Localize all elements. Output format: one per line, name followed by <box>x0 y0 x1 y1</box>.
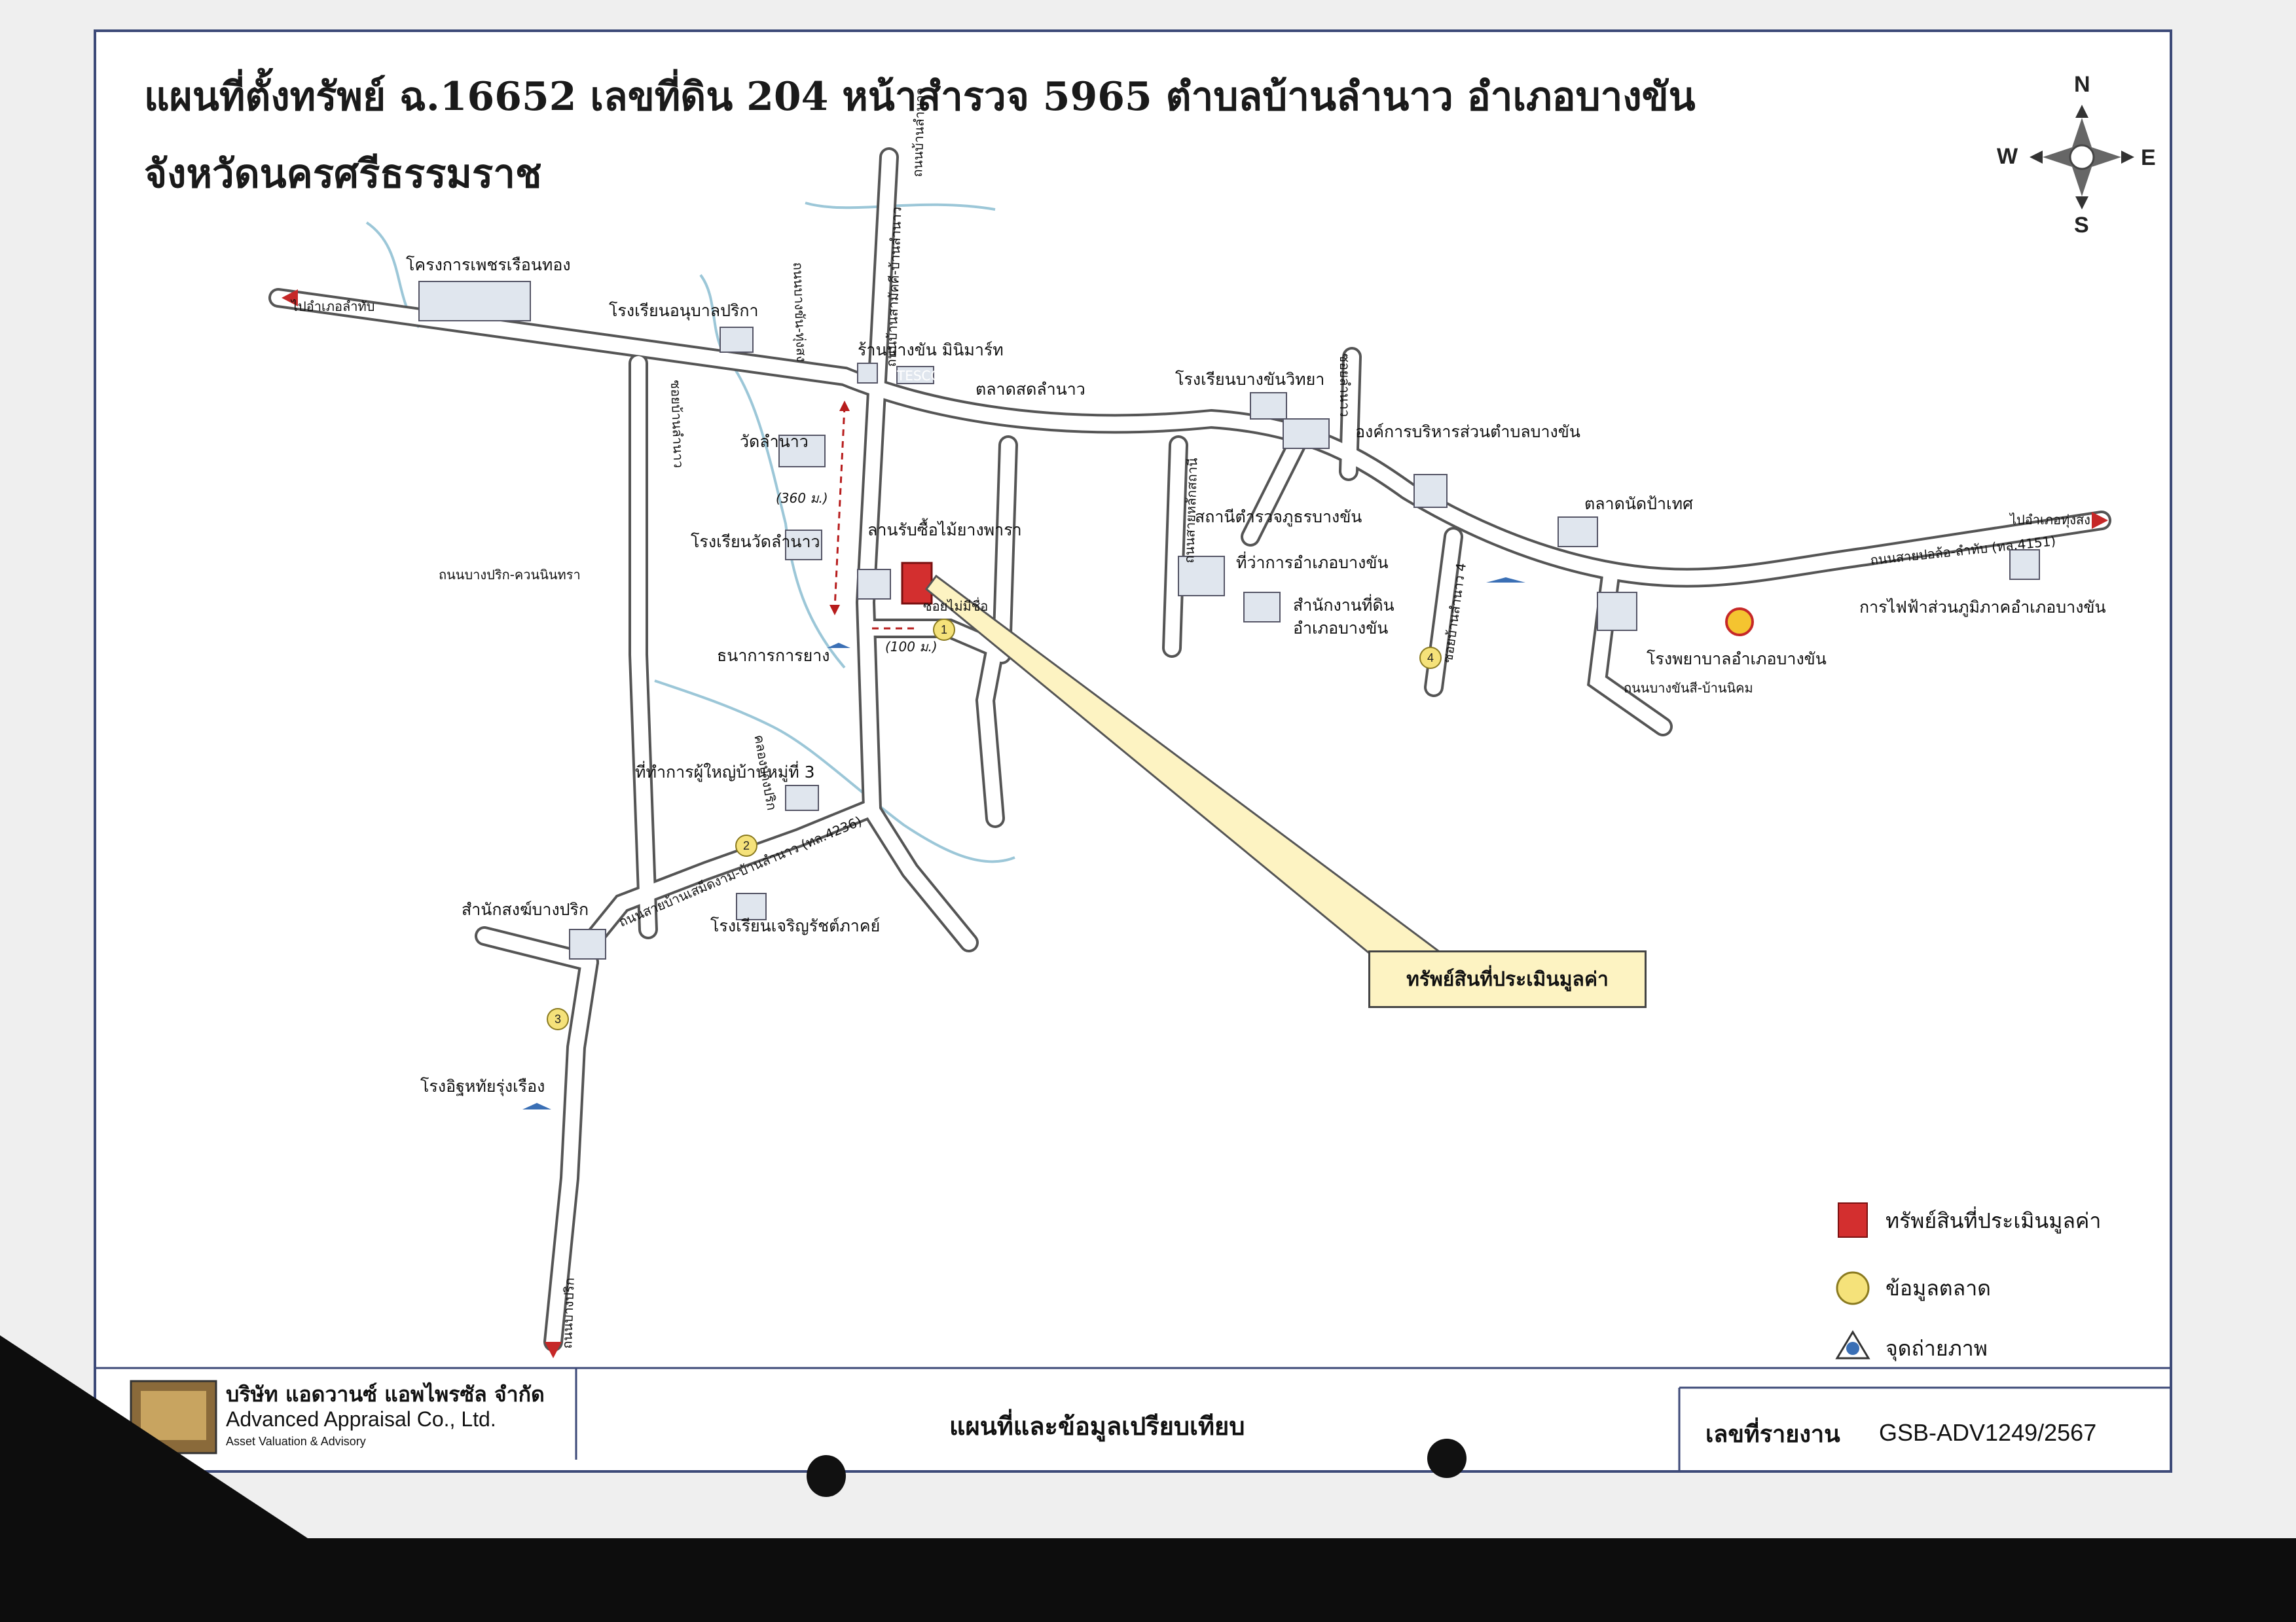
hospital-icon <box>1597 592 1637 631</box>
legend-photo: จุดถ่ายภาพ <box>1833 1329 1988 1368</box>
label-district-office: ที่ว่าการอำเภอบางขัน <box>1236 553 1389 572</box>
lumber-yard-icon <box>857 569 891 600</box>
label-hospital: โรงพยาบาลอำเภอบางขัน <box>1647 649 1827 668</box>
shell-logo-icon <box>1725 607 1754 636</box>
monk-shrine-icon <box>569 929 606 960</box>
legend-market: ข้อมูลตลาด <box>1833 1269 1991 1308</box>
legend-subject: ทรัพย์สินที่ประเมินมูลค่า <box>1833 1201 2101 1240</box>
distance-markers <box>833 405 917 630</box>
sao-building-icon <box>1283 418 1330 449</box>
market-point-2: 2 <box>735 835 757 857</box>
report-number: GSB-ADV1249/2567 <box>1879 1419 2097 1446</box>
district-office-icon <box>1178 556 1225 596</box>
temple-icon <box>778 435 826 467</box>
label-charoen-school: โรงเรียนเจริญรัชต์ภาคย์ <box>710 916 881 935</box>
label-dist-100: (100 ม.) <box>885 639 938 655</box>
landmark-icons <box>418 281 2040 960</box>
label-baac: ธนาการการยาง <box>717 646 830 665</box>
label-phet-ruean-thong: โครงการเพชรเรือนทอง <box>406 255 571 274</box>
label-tesco: TESCO Lotus <box>897 368 981 384</box>
company-name-th: บริษัท แอดวานซ์ แอพไพรซัล จำกัด <box>226 1382 545 1407</box>
label-pea: การไฟฟ้าส่วนภูมิภาคอำเภอบางขัน <box>1859 598 2106 617</box>
arrow-south-icon <box>545 1342 562 1358</box>
compass-w: W <box>1997 144 2018 169</box>
company-name-en: Advanced Appraisal Co., Ltd. <box>226 1407 496 1431</box>
land-office-icon <box>1243 592 1281 622</box>
label-dist-360: (360 ม.) <box>776 490 828 506</box>
small-blue-icons <box>522 577 1754 1109</box>
label-land-office-1: สำนักงานที่ดิน <box>1293 596 1394 615</box>
market-point-1: 1 <box>933 619 955 641</box>
label-market-nat: ตลาดนัดป้าเทศ <box>1584 494 1693 513</box>
shell-sign-icon <box>1486 577 1525 583</box>
scan-shadow <box>0 1335 2296 1622</box>
label-lane-right: ซอยไม่มีชื่อ <box>923 598 989 614</box>
label-road-bang-prik: ถนนบางปริก-ควนนินทรา <box>439 567 581 583</box>
label-bang-khan-school: โรงเรียนบางขันวิทยา <box>1175 370 1325 389</box>
label-lane-chainlao: ถนนบางขัน-ทุ่งสง <box>790 262 810 363</box>
compass-e: E <box>2141 145 2156 170</box>
school-icon <box>720 327 754 353</box>
legend-photo-label: จุดถ่ายภาพ <box>1886 1335 1988 1361</box>
market-point-4: 4 <box>1419 647 1442 669</box>
compass-rose <box>2030 105 2134 209</box>
label-wat-school: โรงเรียนวัดลำนาว <box>691 532 820 551</box>
label-to-thung-song: ไปอำเภอทุ่งสง <box>2010 512 2090 528</box>
footer-title: แผนที่และข้อมูลเปรียบเทียบ <box>949 1412 1245 1441</box>
charoen-school-icon <box>736 893 767 920</box>
label-land-office-2: อำเภอบางขัน <box>1293 619 1389 638</box>
headman-office-icon <box>785 785 819 811</box>
market-point-3: 3 <box>547 1008 569 1030</box>
arrow-east-icon <box>2092 512 2108 529</box>
company-tagline: Asset Valuation & Advisory <box>226 1435 366 1448</box>
label-lane-right2: ซอยลำนาว <box>1337 353 1353 417</box>
pea-icon <box>2009 549 2040 580</box>
label-lane-south: ถนนบางปริก <box>558 1277 577 1349</box>
label-to-lam-thap: ไปอำเภอลำทับ <box>291 298 375 314</box>
subject-callout: ทรัพย์สินที่ประเมินมูลค่า <box>1368 950 1647 1008</box>
label-fresh-market: ตลาดสดลำนาว <box>975 380 1085 399</box>
police-badge-icon <box>1413 474 1448 508</box>
label-sao: องค์การบริหารส่วนตำบลบางขัน <box>1355 422 1580 441</box>
label-wat-lam-nao: วัดลำนาว <box>740 432 809 451</box>
label-headman-office: ที่ทำการผู้ใหญ่บ้านหมู่ที่ 3 <box>635 763 815 782</box>
report-number-label: เลขที่รายงาน <box>1705 1421 1840 1448</box>
wat-school-icon <box>785 530 822 560</box>
label-rubber-yard: ลานรับซื้อไม้ยางพารา <box>867 520 1022 539</box>
label-minimart: ร้านบางขัน มินิมาร์ท <box>858 340 1004 359</box>
label-anuban-parika: โรงเรียนอนุบาลปริกา <box>609 301 759 320</box>
school-2-icon <box>1250 392 1287 420</box>
housing-project-icon <box>418 281 531 321</box>
label-lane-side: ซอยบ้านลำนาว <box>668 380 687 469</box>
map-title-line2: จังหวัดนครศรีธรรมราช <box>144 151 542 197</box>
minimart-icon <box>857 363 878 384</box>
map-title-line1: แผนที่ตั้งทรัพย์ ฉ.16652 เลขที่ดิน 204 ห… <box>144 74 1696 120</box>
market-icon <box>1558 516 1598 547</box>
baac-icon <box>827 643 850 648</box>
label-factory: โรงอิฐหทัยรุ่งเรือง <box>420 1077 545 1096</box>
tesco-icon <box>896 366 934 384</box>
arrow-west-icon <box>282 289 298 306</box>
legend-subject-label: ทรัพย์สินที่ประเมินมูลค่า <box>1886 1208 2102 1233</box>
legend-yellow-circle-icon <box>1836 1271 1870 1305</box>
legend-market-label: ข้อมูลตลาด <box>1886 1275 1991 1301</box>
legend-red-square-icon <box>1838 1202 1868 1238</box>
label-road-bang-khan-si: ถนนบางขันสี-บ้านนิคม <box>1624 680 1753 696</box>
label-monk-office: สำนักสงฆ์บางปริก <box>462 900 589 919</box>
direction-arrows <box>282 289 2108 1358</box>
label-police: สถานีตำรวจภูธรบางขัน <box>1195 507 1362 526</box>
label-road-lam-nao: ถนนบ้านลำนาว <box>909 87 928 177</box>
factory-icon <box>522 1103 551 1109</box>
binder-holes <box>807 1439 1467 1497</box>
compass-s: S <box>2074 213 2089 238</box>
footer-lines <box>94 1367 2172 1473</box>
compass-n: N <box>2074 72 2090 97</box>
label-lane-police: ถนนสายหลักสถานี <box>1180 457 1201 564</box>
roads <box>271 150 2109 1349</box>
legend-symbols <box>1835 1202 1870 1360</box>
